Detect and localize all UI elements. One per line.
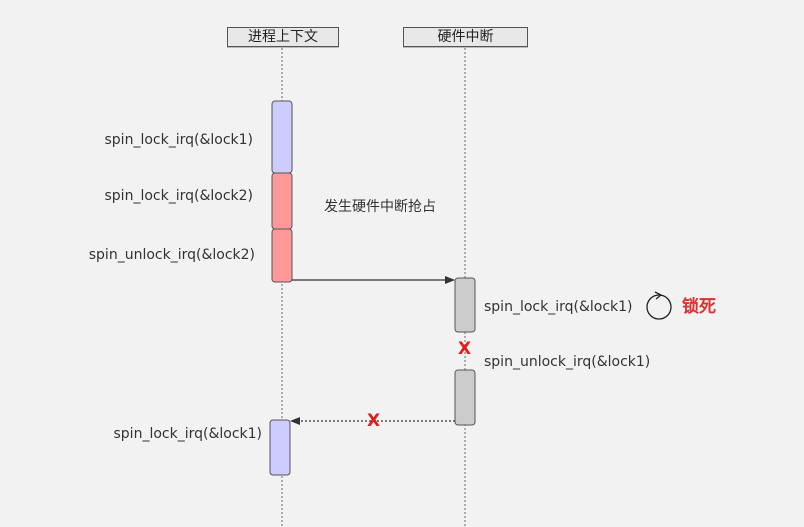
irq-activation-unlock1 — [454, 369, 476, 426]
participant-hardware-interrupt: 硬件中断 — [403, 27, 528, 47]
label-preempt-note: 发生硬件中断抢占 — [324, 199, 436, 215]
label-proc-unlock2: spin_unlock_irq(&lock2) — [88, 247, 255, 263]
circular-arrow-icon — [646, 291, 672, 320]
label-irq-lock1: spin_lock_irq(&lock1) — [484, 299, 633, 315]
label-irq-unlock1: spin_unlock_irq(&lock1) — [484, 354, 651, 370]
label-proc-lock1: spin_lock_irq(&lock1) — [104, 132, 254, 148]
activation-lock1-after — [269, 419, 291, 476]
activation-lock2 — [271, 172, 293, 230]
irq-activation-lock1 — [454, 277, 476, 333]
blocked-x-mark: X — [458, 339, 472, 359]
label-proc-lock1-after: spin_lock_irq(&lock1) — [113, 426, 263, 442]
label-proc-lock2: spin_lock_irq(&lock2) — [104, 188, 254, 204]
activation-lock1 — [271, 100, 293, 174]
deadlock-label: 锁死 — [682, 297, 716, 317]
return-x-mark: X — [367, 411, 381, 431]
activation-unlock2 — [271, 228, 293, 283]
participant-process-context: 进程上下文 — [227, 27, 339, 47]
